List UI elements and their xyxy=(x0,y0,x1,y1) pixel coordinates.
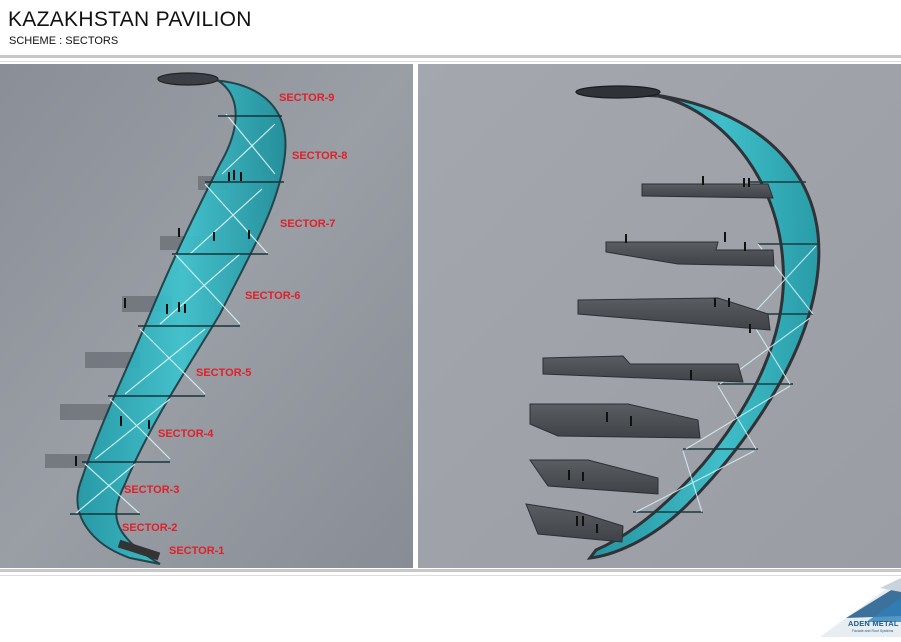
header-divider-thin xyxy=(0,61,901,62)
footer-divider-thin xyxy=(0,575,901,576)
sector-label-8: SECTOR-8 xyxy=(292,150,348,162)
sector-label-7: SECTOR-7 xyxy=(280,218,336,230)
sector-label-1: SECTOR-1 xyxy=(169,545,225,557)
footer-divider xyxy=(0,569,901,572)
header-divider xyxy=(0,55,901,58)
page-title: KAZAKHSTAN PAVILION xyxy=(8,8,252,31)
pavilion-illustration xyxy=(418,64,901,568)
sector-label-4: SECTOR-4 xyxy=(158,428,214,440)
sector-scheme-illustration xyxy=(0,64,413,568)
sector-label-9: SECTOR-9 xyxy=(279,92,335,104)
logo-tagline: Facade and Roof Systems xyxy=(852,629,894,633)
pavilion-render xyxy=(418,64,901,568)
sector-label-2: SECTOR-2 xyxy=(122,522,178,534)
sector-scheme-render: SECTOR-9 SECTOR-8 SECTOR-7 SECTOR-6 SECT… xyxy=(0,64,413,568)
company-logo xyxy=(800,578,901,637)
sector-label-5: SECTOR-5 xyxy=(196,367,252,379)
logo-wordmark: ADEN METAL xyxy=(848,619,899,628)
sector-label-6: SECTOR-6 xyxy=(245,290,301,302)
sector-label-3: SECTOR-3 xyxy=(124,484,180,496)
logo-mark-icon xyxy=(820,578,901,637)
page-subtitle: SCHEME : SECTORS xyxy=(9,35,119,47)
